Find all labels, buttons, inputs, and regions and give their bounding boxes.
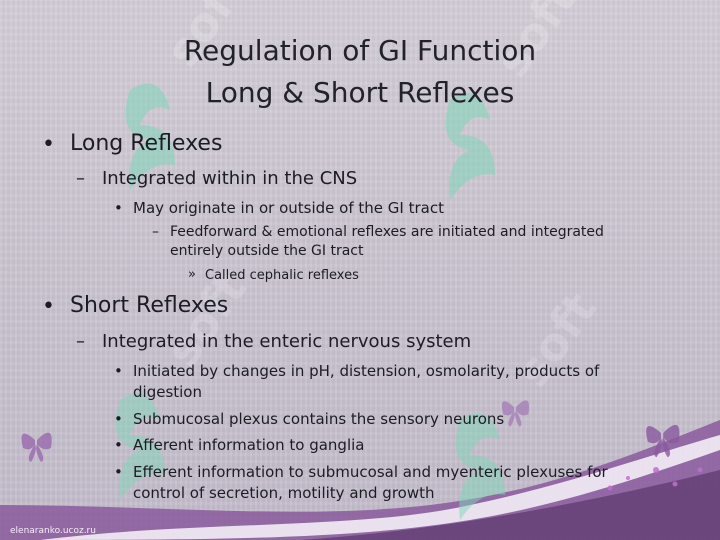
slide-title: Regulation of GI Function Long & Short R… <box>0 30 720 114</box>
title-line-2: Long & Short Reflexes <box>205 76 515 109</box>
sub-integrated-cns: Integrated within in the CNS <box>102 168 358 189</box>
butterfly-icon <box>501 400 530 427</box>
item-initiated-line-1: Initiated by changes in pH, distension, … <box>133 362 600 380</box>
flower-decoration <box>607 467 703 491</box>
footer-site: elenaranko.ucoz.ru <box>10 526 96 536</box>
item-afferent: Afferent information to ganglia <box>133 436 365 454</box>
sub-cephalic-reflexes: Called cephalic reflexes <box>205 268 359 283</box>
bullet-long-reflexes: Long Reflexes <box>70 131 223 156</box>
bullet-marker: • <box>114 362 123 380</box>
item-initiated-line-2: digestion <box>133 383 202 401</box>
item-submucosal: Submucosal plexus contains the sensory n… <box>133 410 505 428</box>
sub-integrated-enteric: Integrated in the enteric nervous system <box>102 331 472 352</box>
item-efferent-line-1: Efferent information to submucosal and m… <box>133 463 608 481</box>
watermark-logo-4: soft <box>455 283 607 520</box>
sub-feedforward-line-1: Feedforward & emotional reflexes are ini… <box>170 224 604 240</box>
dash-marker: – <box>76 331 85 352</box>
butterfly-icon <box>646 424 680 458</box>
item-efferent-line-2: control of secretion, motility and growt… <box>133 484 435 502</box>
bullet-marker: • <box>114 199 123 217</box>
bullet-marker: • <box>114 436 123 454</box>
sub-feedforward-line-2: entirely outside the GI tract <box>170 243 364 259</box>
bullet-marker: • <box>42 294 55 319</box>
chevron-marker: » <box>188 267 196 282</box>
bullet-marker: • <box>114 410 123 428</box>
title-line-1: Regulation of GI Function <box>183 34 537 67</box>
bullet-marker: • <box>114 463 123 481</box>
bullet-marker: • <box>42 132 55 157</box>
bullet-short-reflexes: Short Reflexes <box>70 293 229 318</box>
dash-marker: – <box>152 224 159 240</box>
sub-may-originate: May originate in or outside of the GI tr… <box>133 199 444 217</box>
dash-marker: – <box>76 168 85 189</box>
butterfly-icon <box>21 432 52 462</box>
